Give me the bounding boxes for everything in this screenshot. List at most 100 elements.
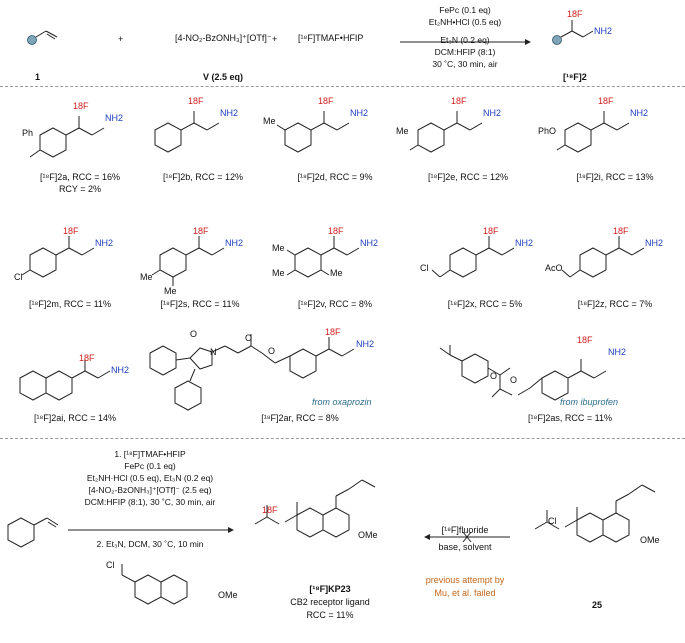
product-2-label: [¹⁸F]2: [563, 72, 587, 82]
condition-line: DCM:HFIP (8:1), 30 ˚C, 30 min, air: [84, 497, 216, 507]
nh2-label: NH2: [350, 108, 369, 118]
f18-label: 18F: [483, 226, 499, 236]
caption-2i: [¹⁸F]2i, RCC = 13%: [576, 172, 654, 182]
plus-sign: +: [118, 34, 124, 44]
caption-2ai: [¹⁸F]2ai, RCC = 14%: [33, 413, 117, 423]
cl-label: Cl: [106, 560, 115, 570]
condition-line: [4-NO₂-BzONH₃]⁺[OTf]⁻ (2.5 eq): [88, 485, 212, 495]
kp23-label: [¹⁸F]KP23: [309, 584, 351, 594]
f18-label: 18F: [193, 226, 209, 236]
nh2-label: NH2: [594, 26, 613, 36]
me-label: Me: [396, 126, 409, 136]
bond: [571, 30, 584, 38]
plus-sign: +: [272, 34, 278, 44]
structure-2x: [431, 236, 515, 278]
nh2-label: NH2: [630, 108, 649, 118]
me-label: Me: [140, 272, 153, 282]
f18-label: 18F: [598, 96, 614, 106]
ome-label: OMe: [218, 590, 238, 600]
note-ibuprofen: from ibuprofen: [560, 397, 619, 407]
nh2-label: NH2: [220, 108, 239, 118]
structure-2m: [21, 236, 95, 278]
arrow-head-icon: [424, 534, 430, 540]
nh2-label: NH2: [483, 108, 502, 118]
me-label: Me: [272, 268, 285, 278]
f18-label: 18F: [577, 335, 593, 345]
caption-2d: [¹⁸F]2d, RCC = 9%: [297, 172, 373, 182]
structure-2i: [556, 111, 630, 153]
nh2-label: NH2: [515, 238, 534, 248]
caption-2v: [¹⁸F]2v, RCC = 8%: [298, 299, 372, 309]
structure-2ar: [149, 334, 355, 411]
structure-2b: [154, 111, 220, 153]
structure-2ai: [19, 359, 111, 401]
arrow-head-icon: [525, 39, 531, 45]
step2-conditions: 2. Et₃N, DCM, 30 ˚C, 10 min: [96, 539, 204, 549]
ome-label: OMe: [640, 535, 660, 545]
compound-1-label: 1: [35, 72, 41, 82]
condition-line: FePc (0.1 eq): [439, 5, 491, 15]
structure-2v: [286, 236, 360, 278]
nh2-label: NH2: [225, 238, 244, 248]
caption-2a-rcy: RCY = 2%: [58, 184, 102, 194]
nh2-label: NH2: [356, 339, 375, 349]
failed-note-line1: previous attempt by: [425, 575, 505, 585]
bond: [46, 33, 56, 40]
reverse-reagent: [¹⁸F]fluoride: [441, 525, 489, 535]
bead-icon: [552, 35, 562, 45]
bead-icon: [27, 35, 37, 45]
step1-conditions: 1. [¹⁸F]TMAF•HFIP FePc (0.1 eq) Et₂NH·HC…: [60, 448, 240, 508]
condition-line: FePc (0.1 eq): [124, 461, 176, 471]
condition-line: 30 ˚C, 30 min, air: [432, 59, 498, 69]
me-label: Me: [164, 286, 177, 296]
condition-line: Et₂NH•HCl (0.5 eq): [428, 17, 502, 27]
condition-line: DCM:HFIP (8:1): [434, 47, 496, 57]
structure-2a: [29, 116, 105, 158]
f18-label: 18F: [79, 353, 95, 363]
bond: [560, 30, 573, 38]
bottom-scheme-structures: [7, 479, 656, 605]
fluoride-reagent: [¹⁸F]TMAF•HFIP: [298, 33, 364, 43]
n-label: N: [210, 347, 217, 357]
kp23-rcc: RCC = 11%: [306, 610, 354, 620]
condition-line: Et₂NH·HCl (0.5 eq), Et₃N (0.2 eq): [86, 473, 214, 483]
f18-label: 18F: [451, 96, 467, 106]
me-label: Me: [263, 116, 276, 126]
structure-2d: [276, 111, 350, 153]
f18-label: 18F: [567, 9, 583, 19]
nh2-label: NH2: [608, 347, 627, 357]
pho-label: PhO: [538, 126, 557, 136]
bond: [582, 30, 594, 38]
arrow-head-icon: [228, 527, 234, 533]
cross-icon: [462, 531, 472, 543]
structure-2as: [439, 345, 607, 401]
structure-kp23: [254, 479, 376, 538]
f18-label: 18F: [325, 327, 341, 337]
caption-2s: [¹⁸F]2s, RCC = 11%: [160, 299, 240, 309]
f18-label: 18F: [613, 226, 629, 236]
ome-label: OMe: [358, 530, 378, 540]
nh2-label: NH2: [645, 238, 664, 248]
caption-2e: [¹⁸F]2e, RCC = 12%: [427, 172, 509, 182]
bond: [45, 30, 58, 38]
ph-label: Ph: [22, 128, 34, 138]
structure-2s: [151, 236, 225, 286]
nh2-label: NH2: [105, 113, 124, 123]
structure-25: [534, 484, 656, 543]
separator-top: [0, 86, 685, 87]
o-label: O: [510, 375, 518, 385]
caption-2b: [¹⁸F]2b, RCC = 12%: [162, 172, 244, 182]
top-conditions: FePc (0.1 eq) Et₂NH•HCl (0.5 eq) Et₃N (0…: [410, 4, 520, 70]
o-label: O: [490, 371, 498, 381]
kp23-description: CB2 receptor ligand: [290, 597, 370, 607]
caption-2z: [¹⁸F]2z, RCC = 7%: [577, 299, 653, 309]
row3-structures: [19, 334, 607, 411]
nh2-label: NH2: [95, 238, 114, 248]
f18-label: 18F: [63, 226, 79, 236]
f18-label: 18F: [188, 96, 204, 106]
failed-note-line2: Mu, et al. failed: [434, 588, 496, 598]
condition-line: 1. [¹⁸F]TMAF•HFIP: [114, 449, 186, 459]
caption-2as: [¹⁸F]2as, RCC = 11%: [528, 413, 612, 423]
condition-line: Et₃N (0.2 eq): [440, 35, 490, 45]
bond: [35, 30, 47, 38]
